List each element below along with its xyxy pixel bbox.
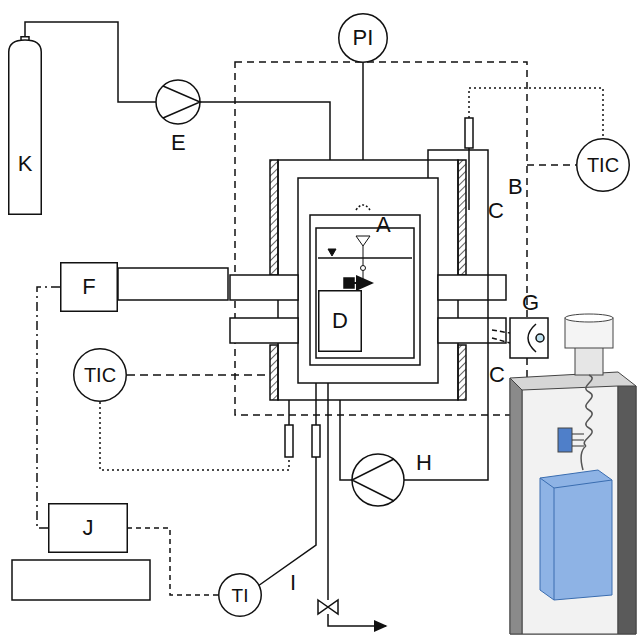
temperature-indicator: TI bbox=[218, 573, 262, 617]
part-label: A bbox=[376, 214, 391, 236]
node-text: PI bbox=[353, 27, 374, 49]
node-outline bbox=[8, 36, 42, 215]
heater-label: C bbox=[488, 200, 504, 222]
part-label: B bbox=[508, 176, 523, 198]
camera-box: F bbox=[60, 262, 118, 312]
gas-cylinder: K bbox=[8, 36, 42, 215]
part-label: I bbox=[290, 572, 296, 594]
node-text: D bbox=[332, 310, 348, 332]
temperature-controller: TIC bbox=[576, 138, 630, 192]
part-label: G bbox=[522, 292, 539, 314]
pump-label: H bbox=[416, 452, 432, 474]
heater-label: C bbox=[489, 364, 505, 386]
node-text: F bbox=[82, 276, 95, 298]
node-text: TIC bbox=[84, 365, 116, 385]
temperature-controller: TIC bbox=[73, 348, 127, 402]
signal-line bbox=[128, 528, 218, 595]
node-text: J bbox=[83, 517, 94, 539]
node-text: TIC bbox=[587, 155, 619, 175]
pump-label: E bbox=[171, 132, 186, 154]
node-text: K bbox=[18, 153, 33, 175]
node-text: TI bbox=[232, 586, 249, 605]
signal-line bbox=[37, 287, 60, 528]
monitor-box: J bbox=[48, 503, 128, 553]
pressure-indicator: PI bbox=[338, 13, 388, 63]
sample-box: D bbox=[318, 290, 362, 352]
